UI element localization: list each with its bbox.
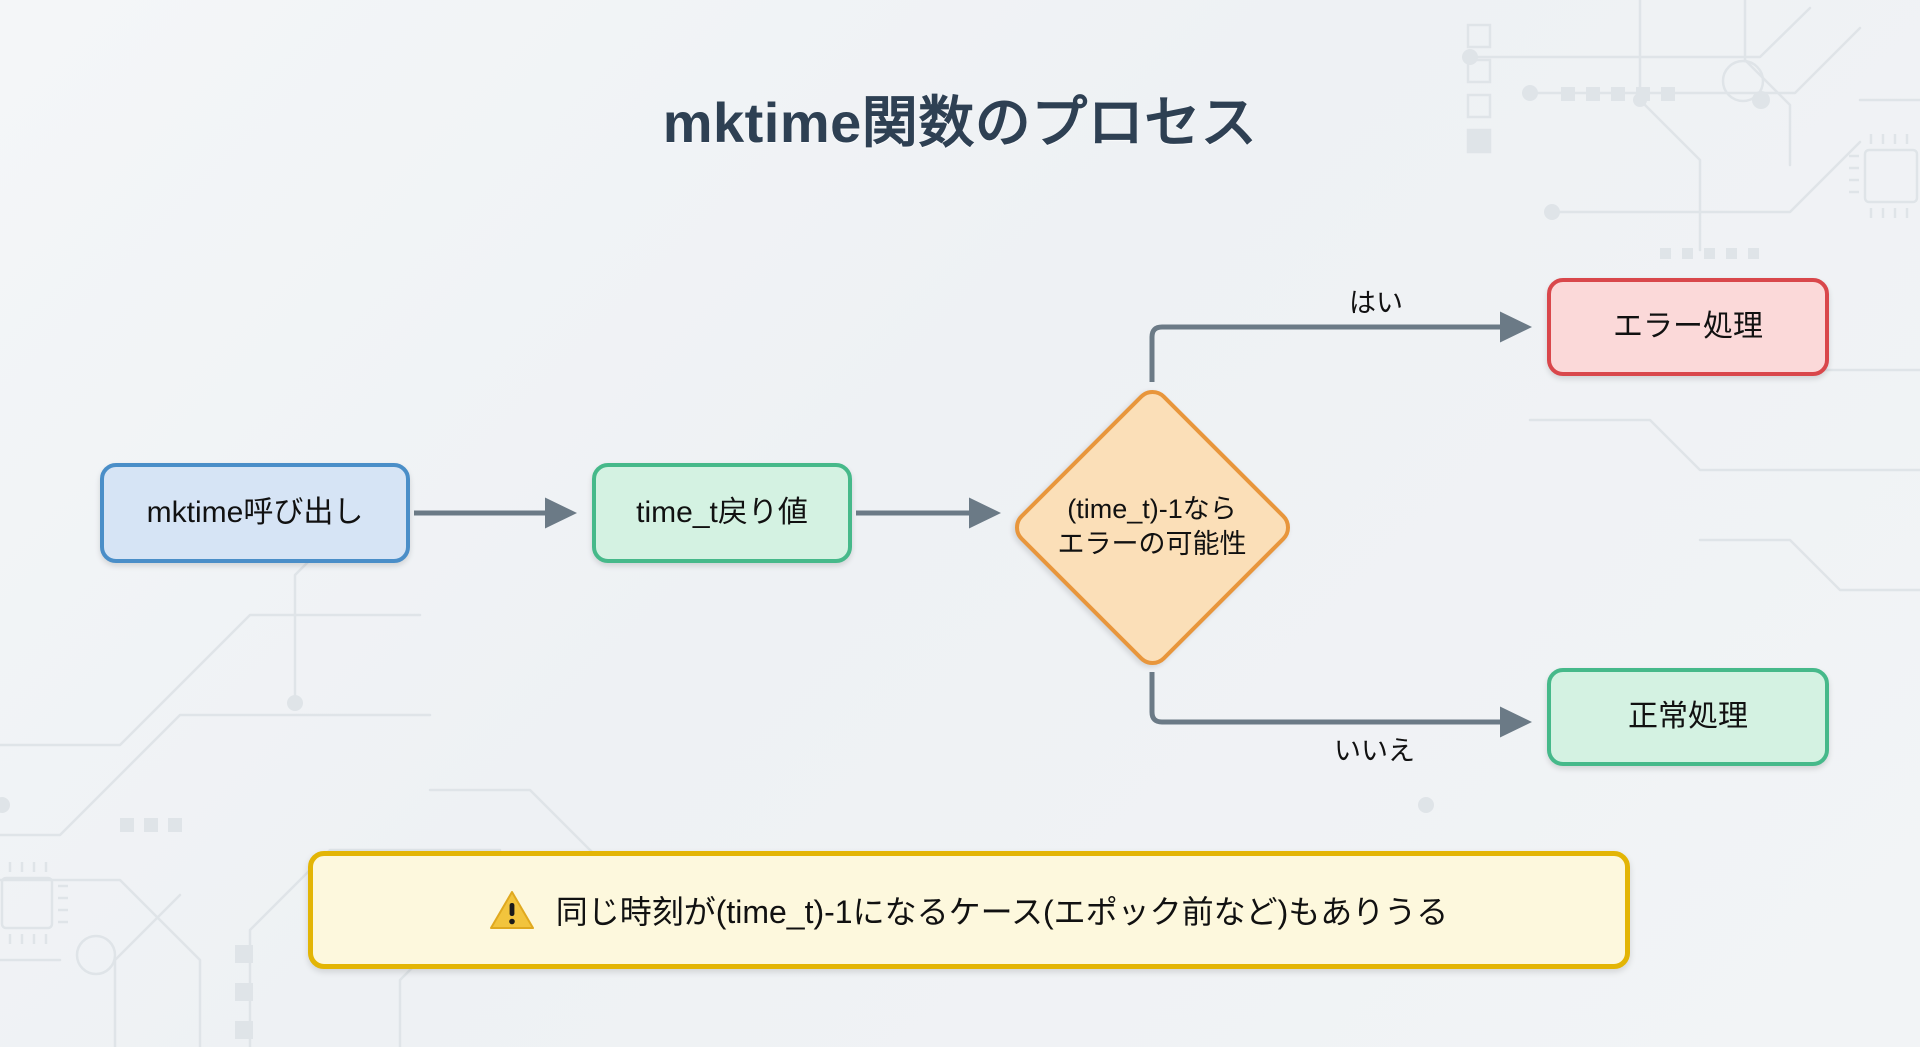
edge-decision-yes-to-error (1149, 311, 1532, 382)
node-time-t-return[interactable]: time_t戻り値 (592, 463, 852, 563)
warning-note: 同じ時刻が(time_t)-1になるケース(エポック前など)もありうる (308, 851, 1630, 969)
node-normal-handling-label: 正常処理 (1628, 700, 1748, 734)
node-error-handling[interactable]: エラー処理 (1547, 278, 1829, 376)
page-title: mktime関数のプロセス (662, 91, 1258, 154)
node-decision-error-check[interactable]: (time_t)-1なら エラーの可能性 (1007, 382, 1297, 672)
node-normal-handling[interactable]: 正常処理 (1547, 668, 1829, 766)
node-decision-label: (time_t)-1なら エラーの可能性 (1007, 382, 1297, 672)
node-error-handling-label: エラー処理 (1613, 310, 1763, 344)
warning-note-text: 同じ時刻が(time_t)-1になるケース(エポック前など)もありうる (555, 894, 1449, 930)
edge-decision-no-to-normal (1149, 672, 1532, 738)
node-time-t-return-label: time_t戻り値 (636, 496, 808, 530)
edge-label-no: いいえ (1334, 736, 1415, 766)
warning-triangle-icon (489, 891, 534, 929)
node-decision-label-line2: エラーの可能性 (1057, 529, 1247, 559)
node-mktime-call[interactable]: mktime呼び出し (100, 463, 410, 563)
node-mktime-call-label: mktime呼び出し (146, 496, 364, 530)
node-decision-label-line1: (time_t)-1なら (1067, 493, 1237, 524)
edge-label-yes: はい (1349, 288, 1403, 318)
